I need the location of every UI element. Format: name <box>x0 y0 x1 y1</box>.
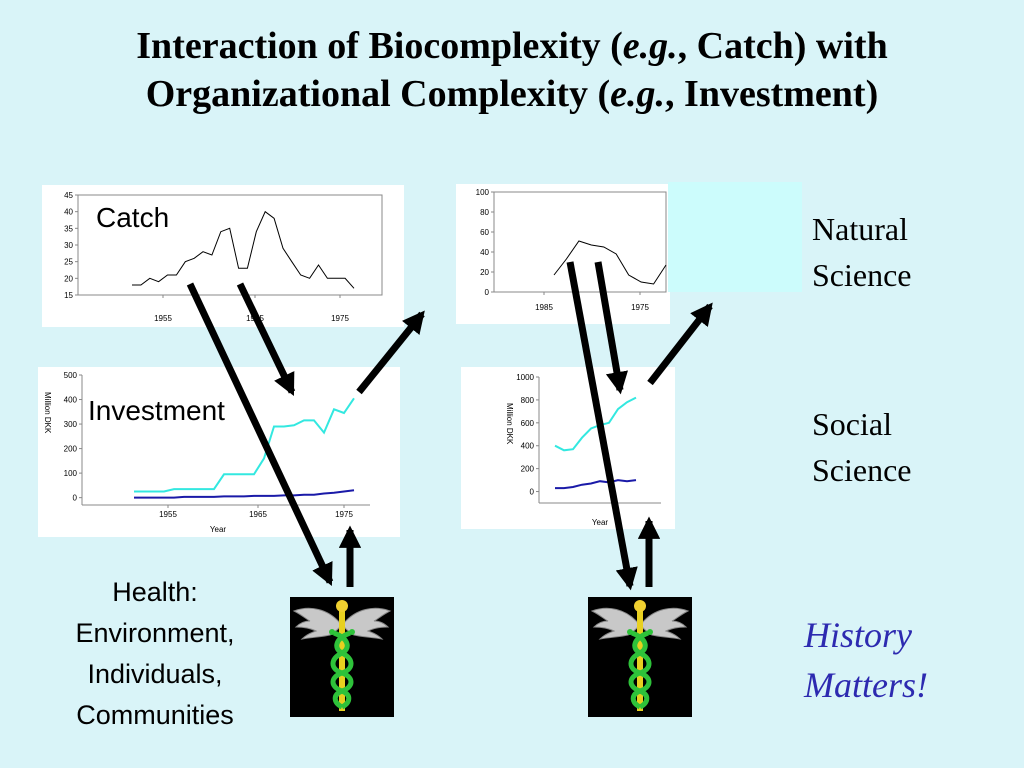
y-tick-label: 25 <box>64 258 73 267</box>
catch-chart-title: Catch <box>96 202 169 233</box>
y-tick-label: 400 <box>64 396 78 405</box>
y-tick-label: 200 <box>64 445 78 454</box>
series-line-0 <box>554 396 637 452</box>
y-tick-label: 45 <box>64 191 73 200</box>
y-tick-label: 20 <box>64 274 73 283</box>
y-tick-label: 1000 <box>516 373 534 382</box>
x-tick-label: 1965 <box>246 314 264 323</box>
x-tick-label: 1975 <box>331 314 349 323</box>
y-tick-label: 20 <box>480 268 489 277</box>
right-investment-x-axis-label: Year <box>592 518 609 527</box>
x-tick-label: 1985 <box>535 303 553 312</box>
plot-frame <box>493 191 667 293</box>
y-tick-label: 40 <box>64 208 73 217</box>
right-investment-chart: 1000 800 600 400 200 0 Million DKK Year <box>505 373 661 527</box>
y-tick-label: 600 <box>521 419 535 428</box>
y-tick-label: 800 <box>521 396 535 405</box>
catch-chart: 45 40 35 30 25 20 15 1955 1965 1975 Catch <box>64 191 383 323</box>
x-tick-label: 1955 <box>154 314 172 323</box>
right-catch-chart: 100 80 60 40 20 0 1985 1975 <box>476 188 667 312</box>
right-investment-chart-plot: 1000 800 600 400 200 0 <box>516 373 661 504</box>
right-investment-chart-panel: 1000 800 600 400 200 0 Million DKK Year <box>461 367 675 529</box>
y-tick-label: 35 <box>64 224 73 233</box>
x-tick-label: 1975 <box>631 303 649 312</box>
title-line-2: Organizational Complexity (e.g., Investm… <box>145 73 879 115</box>
y-tick-label: 40 <box>480 248 489 257</box>
y-tick-label: 200 <box>521 465 535 474</box>
y-tick-label: 400 <box>521 442 535 451</box>
highlight-box <box>668 182 802 292</box>
y-tick-label: 15 <box>64 291 73 300</box>
x-tick-label: 1955 <box>159 510 177 519</box>
y-tick-label: 80 <box>480 208 489 217</box>
right-catch-chart-panel: 100 80 60 40 20 0 1985 1975 <box>456 184 670 324</box>
caduceus-icon <box>290 597 394 717</box>
title-line-1: Interaction of Biocomplexity (e.g., Catc… <box>136 25 888 67</box>
catch-chart-panel: 45 40 35 30 25 20 15 1955 1965 1975 Catch <box>42 185 404 327</box>
y-tick-label: 500 <box>64 371 78 380</box>
slide-title: Interaction of Biocomplexity (e.g., Catc… <box>0 22 1024 118</box>
y-tick-label: 100 <box>64 469 78 478</box>
y-tick-label: 300 <box>64 420 78 429</box>
health-text: Health: Environment, Individuals, Commun… <box>75 577 235 730</box>
series-line-0 <box>132 210 355 289</box>
investment-x-axis-label: Year <box>210 525 227 534</box>
x-tick-label: 1965 <box>249 510 267 519</box>
series-line-1 <box>555 479 637 490</box>
x-tick-label: 1975 <box>335 510 353 519</box>
investment-chart-plot: 500 400 300 200 100 0 1955 1965 1975 <box>64 371 370 519</box>
investment-chart-title: Investment <box>88 395 225 426</box>
y-tick-label: 0 <box>485 288 490 297</box>
y-tick-label: 100 <box>476 188 490 197</box>
y-tick-label: 0 <box>530 488 535 497</box>
caduceus-icon <box>588 597 692 717</box>
y-tick-label: 0 <box>73 494 78 503</box>
y-tick-label: 30 <box>64 241 73 250</box>
right-catch-chart-plot: 100 80 60 40 20 0 1985 1975 <box>476 188 667 312</box>
investment-y-axis-label: Million DKK <box>43 392 52 434</box>
series-line-0 <box>553 240 667 285</box>
y-tick-label: 60 <box>480 228 489 237</box>
right-investment-y-axis-label: Million DKK <box>505 403 514 445</box>
